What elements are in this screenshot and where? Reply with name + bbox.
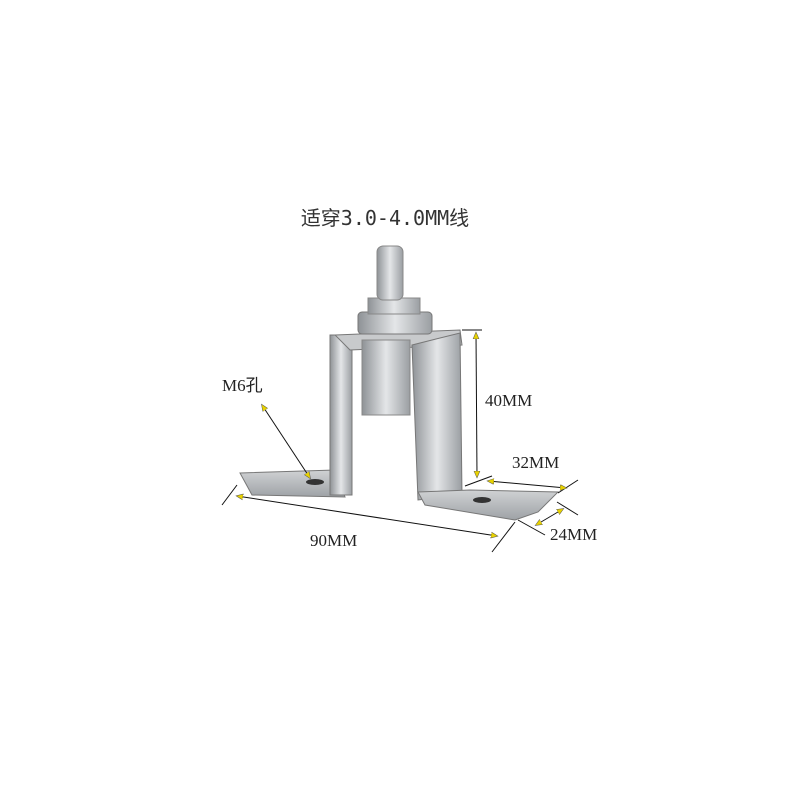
m6-hole (306, 479, 324, 485)
foot-tick-right (557, 479, 579, 494)
width-label: 24MM (550, 525, 598, 544)
right-hole (473, 497, 491, 503)
right-wall (411, 332, 463, 501)
total-line (237, 496, 497, 536)
product-title: 适穿3.0-4.0MM线 (300, 206, 470, 230)
foot-length-label: 32MM (512, 453, 560, 472)
width-line (536, 509, 563, 525)
knurled-sleeve (361, 339, 411, 416)
left-foot (239, 469, 346, 498)
total-tick-left (221, 484, 238, 506)
bracket (239, 245, 560, 521)
height-label: 40MM (485, 391, 533, 410)
knurled-nut (357, 311, 433, 335)
m6-leader (262, 405, 310, 478)
foot-tick-left (464, 475, 493, 487)
shaft (376, 245, 404, 301)
total-length-label: 90MM (310, 531, 358, 550)
left-wall (329, 334, 353, 496)
right-foot (417, 489, 560, 521)
dimension-lines (221, 329, 579, 553)
width-tick-top (556, 501, 579, 516)
hole-label: M6孔 (222, 376, 263, 395)
width-tick-bottom (517, 519, 546, 536)
height-line (476, 333, 477, 477)
total-tick-right (491, 521, 516, 553)
foot-line (488, 481, 566, 488)
